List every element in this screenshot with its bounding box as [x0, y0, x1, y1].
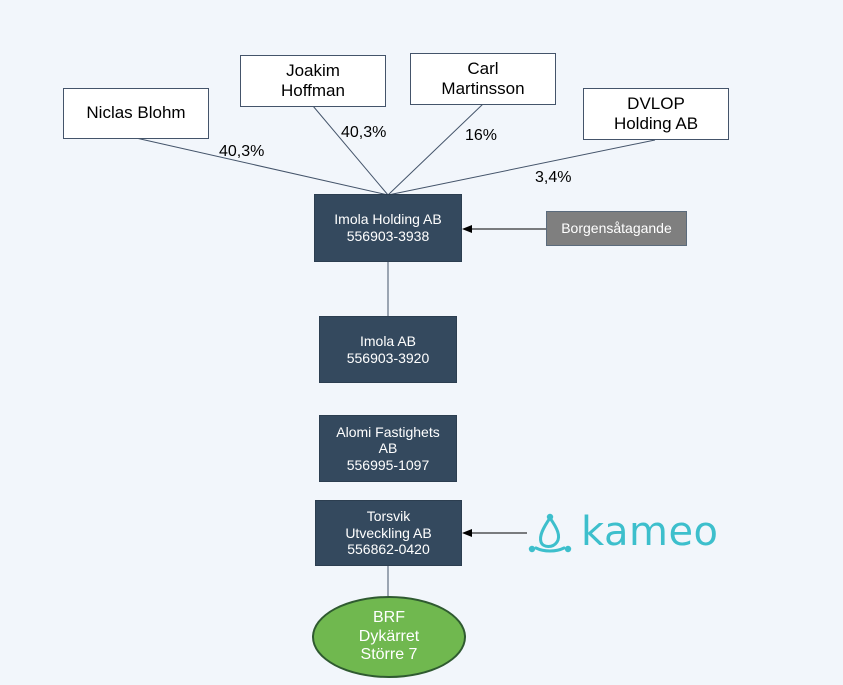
guarantee-label: Borgensåtagande	[561, 220, 672, 237]
kameo-mark-icon	[528, 513, 572, 553]
kameo-wordmark: kameo	[581, 509, 719, 555]
company-torsvik-utveckling: Torsvik Utveckling AB 556862-0420	[315, 500, 462, 566]
owner-dvlop-holding: DVLOP Holding AB	[583, 88, 729, 140]
property-label: BRF Dykärret Större 7	[358, 608, 420, 664]
share-dvlop: 3,4%	[535, 169, 572, 186]
owner-name: Carl Martinsson	[441, 58, 525, 98]
owner-carl-martinsson: Carl Martinsson	[410, 53, 556, 105]
company-org-number: 556903-3938	[346, 228, 430, 244]
connector-dvlop	[387, 139, 656, 196]
owner-niclas-blohm: Niclas Blohm	[63, 88, 209, 139]
company-imola-holding: Imola Holding AB 556903-3938	[314, 194, 462, 262]
share-joakim: 40,3%	[341, 124, 387, 141]
connector-joakim	[312, 105, 389, 196]
share-niclas: 40,3%	[219, 143, 265, 160]
company-name: Imola Holding AB	[334, 211, 442, 228]
kameo-logo: kameo	[527, 509, 722, 558]
connector-carl	[387, 103, 484, 196]
owner-name: Joakim Hoffman	[281, 60, 345, 100]
guarantee-box: Borgensåtagande	[546, 211, 687, 246]
owner-name: Niclas Blohm	[86, 103, 186, 123]
owner-joakim-hoffman: Joakim Hoffman	[240, 55, 386, 107]
share-carl: 16%	[465, 127, 498, 144]
company-org-number: 556903-3920	[346, 349, 430, 366]
owner-name: DVLOP Holding AB	[613, 93, 699, 133]
company-name: Torsvik Utveckling AB	[345, 508, 432, 541]
company-alomi-fastighets: Alomi Fastighets AB 556995-1097	[319, 415, 457, 482]
company-name: Alomi Fastighets AB	[336, 423, 440, 457]
connector-niclas	[135, 137, 389, 196]
company-org-number: 556995-1097	[346, 456, 430, 473]
property-brf-dykarret: BRF Dykärret Större 7	[312, 596, 466, 678]
company-imola: Imola AB 556903-3920	[319, 316, 457, 383]
company-org-number: 556862-0420	[347, 541, 430, 558]
company-name: Imola AB	[359, 332, 417, 349]
